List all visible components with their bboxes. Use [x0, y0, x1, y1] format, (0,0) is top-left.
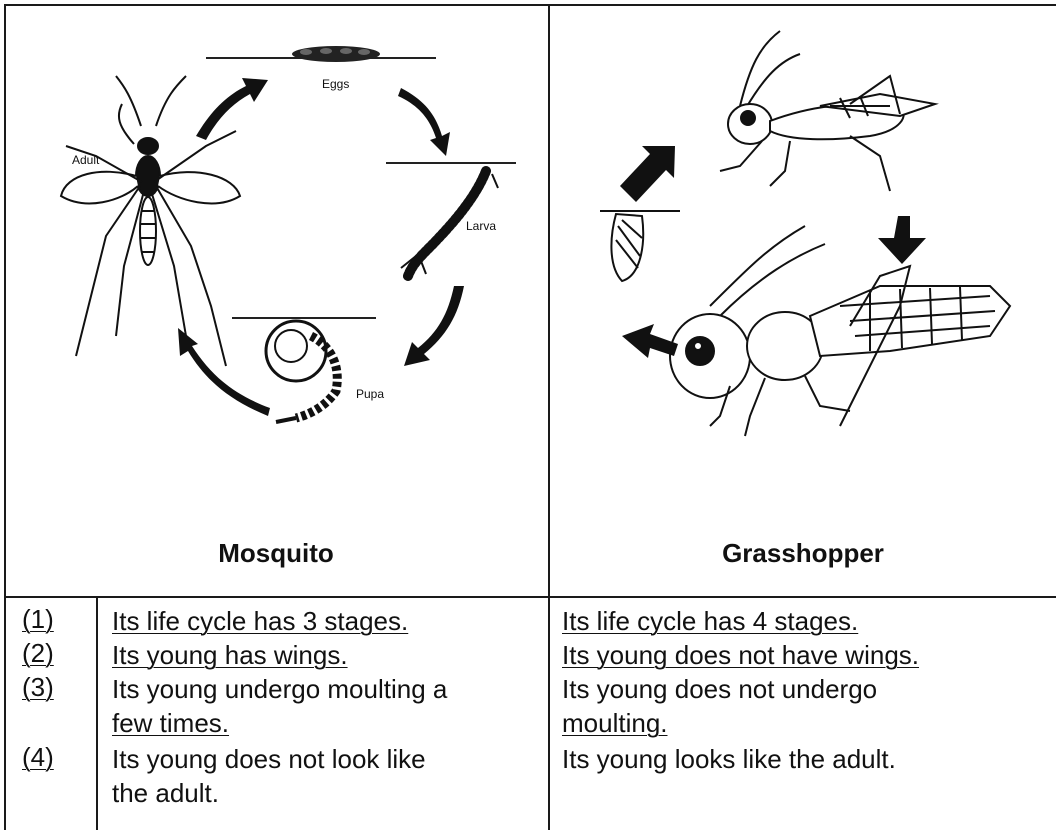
- larva-label: Larva: [466, 219, 496, 233]
- grasshopper-statement: Its life cycle has 4 stages.: [562, 604, 858, 638]
- grasshopper-header: Grasshopper: [550, 538, 1056, 569]
- row-number: (3): [22, 672, 54, 703]
- adult-grasshopper-icon: [670, 226, 1010, 436]
- adult-label: Adult: [72, 153, 100, 167]
- grasshopper-statement: Its young does not undergo moulting.: [562, 672, 877, 740]
- grasshopper-life-cycle-diagram: [550, 6, 1056, 446]
- egg-pod-icon: [600, 211, 680, 281]
- eggs-icon: [206, 46, 436, 62]
- mosquito-statement: Its young has wings.: [112, 638, 348, 672]
- comparison-table: Eggs Larva Pupa: [4, 4, 1056, 830]
- eggs-label: Eggs: [322, 77, 349, 91]
- header-divider: [4, 596, 1056, 598]
- row-number: (2): [22, 638, 54, 669]
- grasshopper-statement: Its young looks like the adult.: [562, 742, 896, 776]
- row-number: (4): [22, 742, 54, 773]
- mosquito-statement: Its life cycle has 3 stages.: [112, 604, 408, 638]
- mosquito-statement: Its young undergo moulting a few times.: [112, 672, 447, 740]
- larva-icon: [386, 163, 516, 278]
- row-number: (1): [22, 604, 54, 635]
- grasshopper-statement: Its young does not have wings.: [562, 638, 919, 672]
- number-column-divider: [96, 598, 98, 830]
- mosquito-life-cycle-diagram: Eggs Larva Pupa: [6, 6, 546, 446]
- mosquito-statement: Its young does not look like the adult.: [112, 742, 426, 810]
- mosquito-header: Mosquito: [6, 538, 546, 569]
- pupa-label: Pupa: [356, 387, 384, 401]
- nymph-grasshopper-icon: [720, 31, 935, 191]
